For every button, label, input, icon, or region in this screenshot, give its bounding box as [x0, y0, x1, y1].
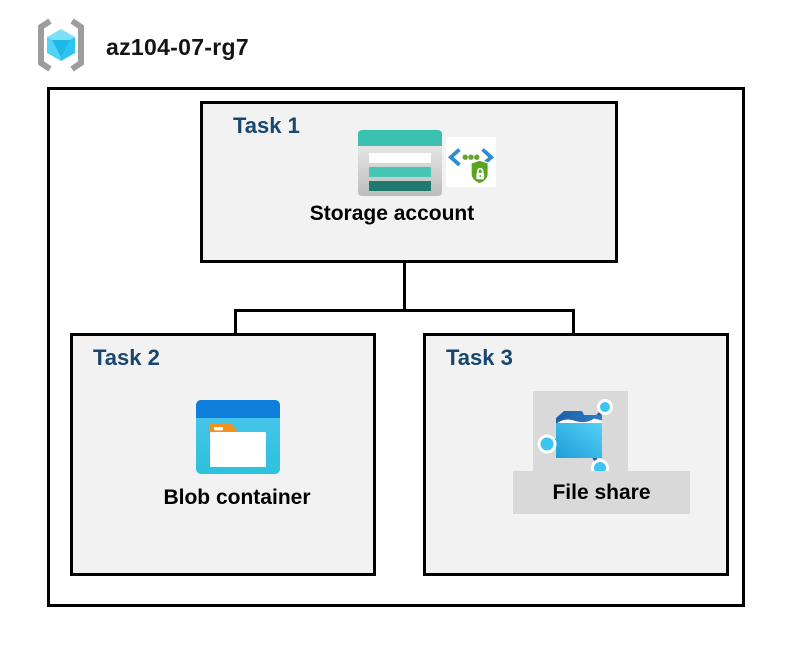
resource-group-icon	[33, 16, 89, 79]
task1-box: Task 1	[200, 101, 618, 263]
task2-box: Task 2 Blob container	[70, 333, 376, 576]
task3-box: Task 3	[423, 333, 729, 576]
task1-item-label: Storage account	[309, 202, 475, 225]
resource-group-header: az104-07-rg7	[33, 16, 249, 79]
file-share-icon	[534, 392, 626, 481]
file-share-icon-background	[533, 391, 628, 477]
blob-container-icon	[196, 400, 280, 479]
sas-lock-icon	[446, 137, 496, 192]
resource-group-name: az104-07-rg7	[106, 34, 249, 60]
connector-storage-down	[403, 231, 406, 312]
task3-item-label: File share	[552, 480, 651, 504]
task2-item-label: Blob container	[163, 486, 311, 509]
file-share-label-band: File share	[513, 471, 690, 514]
connector-horizontal	[234, 309, 575, 312]
task3-label: Task 3	[446, 345, 513, 370]
task1-label: Task 1	[233, 113, 300, 138]
storage-account-icon	[357, 129, 443, 202]
task2-label: Task 2	[93, 345, 160, 370]
